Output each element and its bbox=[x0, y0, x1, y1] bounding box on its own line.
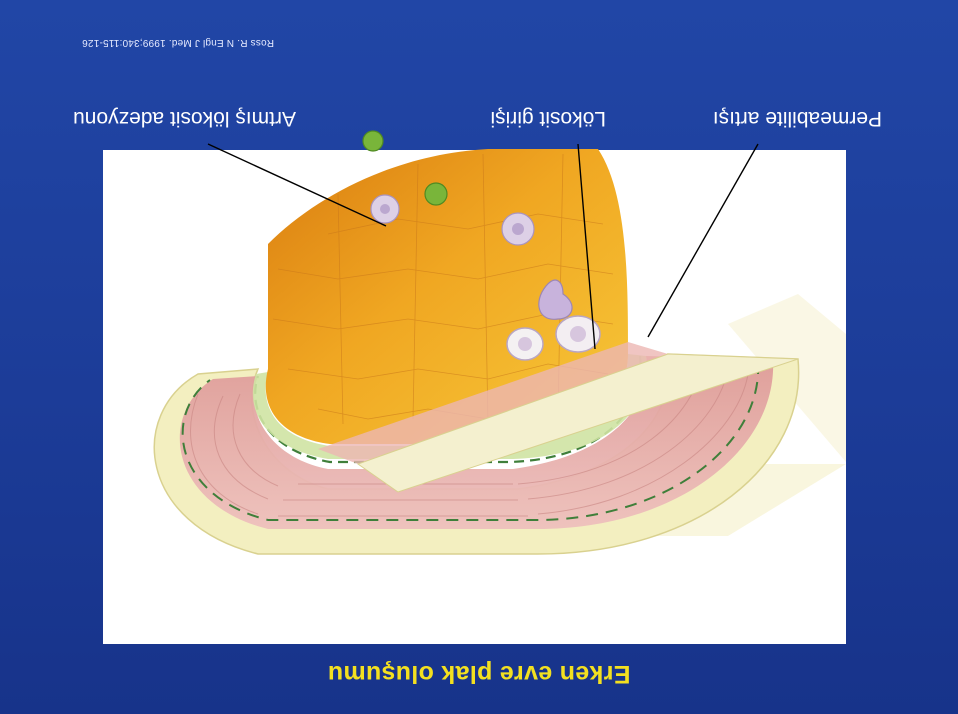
label-leukocyte-adhesion: Artmış lökosit adezyonu bbox=[73, 106, 296, 130]
leukocyte-cell-icon bbox=[507, 328, 543, 360]
label-leukocyte-entry: Lökosit girişi bbox=[490, 106, 606, 130]
leader-line bbox=[648, 144, 758, 337]
leukocyte-cell-icon bbox=[502, 213, 534, 245]
leukocyte-cell-icon bbox=[371, 195, 399, 223]
label-permeability: Permeabilite artışı bbox=[713, 106, 882, 130]
slide-title: Erken evre plak oluşumu bbox=[0, 659, 958, 688]
citation: Ross R. N Engl J Med. 1999;340:115-126 bbox=[82, 37, 274, 48]
